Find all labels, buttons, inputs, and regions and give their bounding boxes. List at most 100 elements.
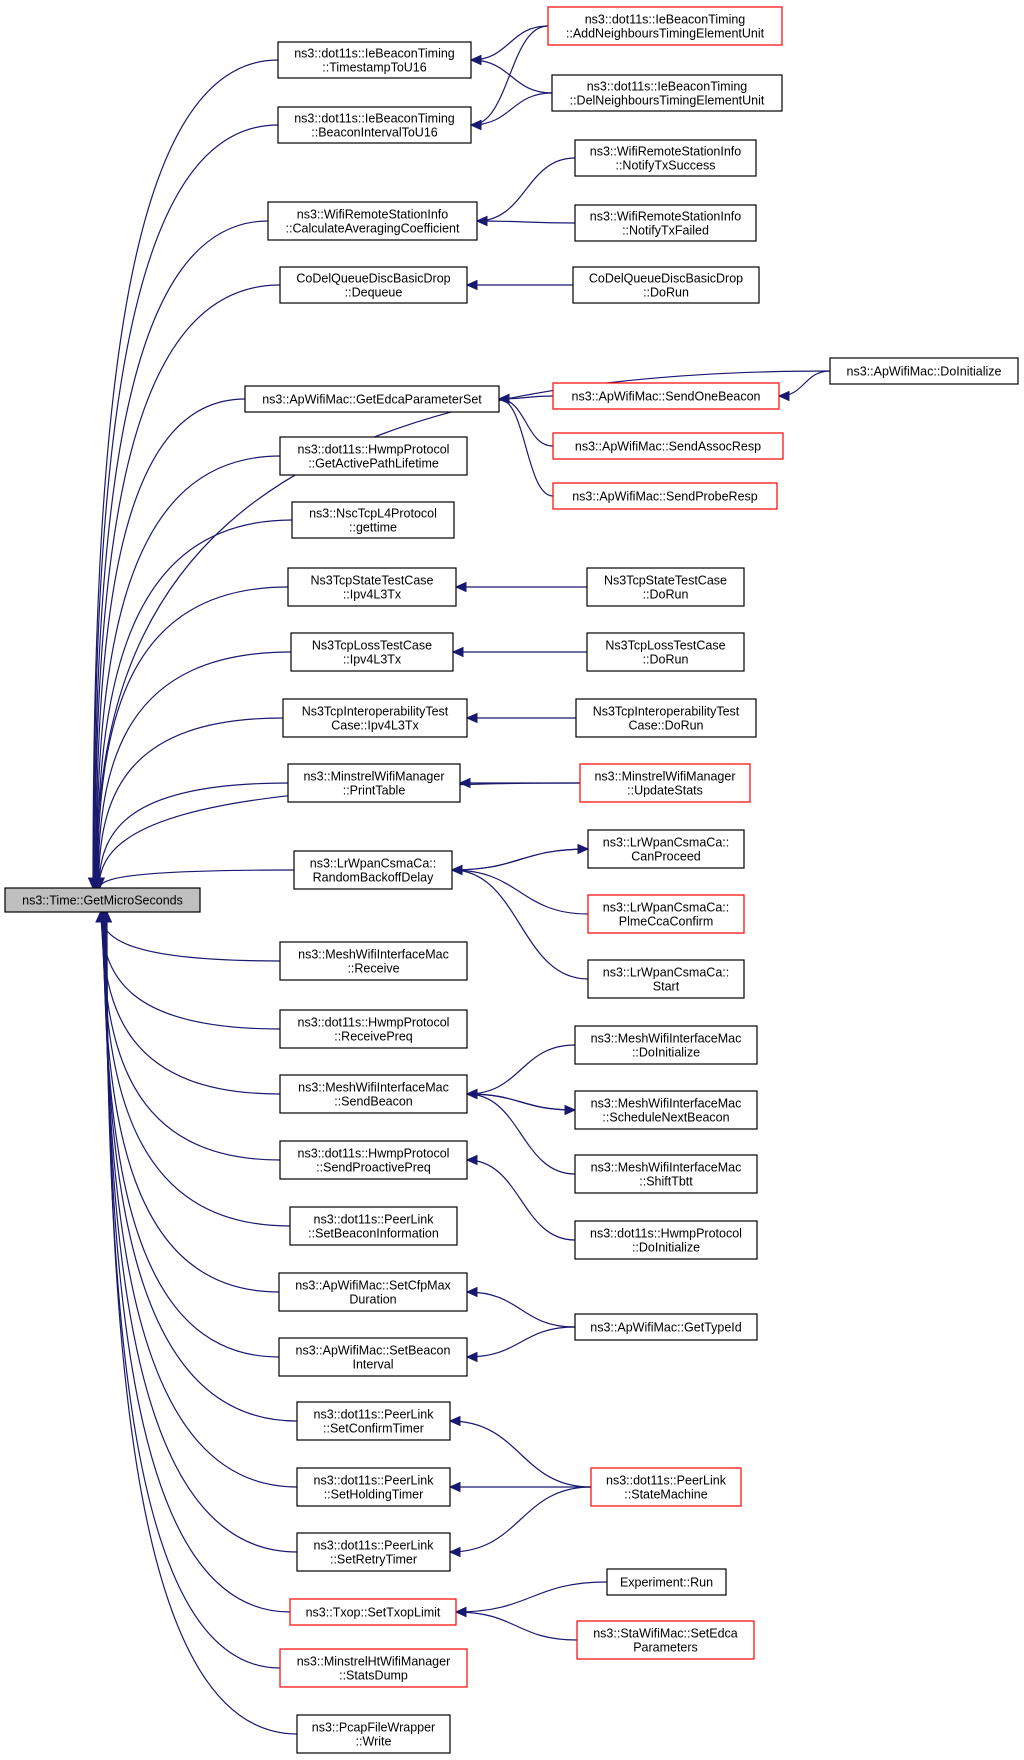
node-mrcv[interactable]: ns3::MeshWifiInterfaceMac::Receive bbox=[279, 941, 468, 981]
node-tldr[interactable]: Ns3TcpLossTestCase::DoRun bbox=[586, 632, 745, 672]
edge-ntxf-to-calc bbox=[475, 215, 576, 227]
node-box bbox=[579, 763, 751, 803]
node-msb[interactable]: ns3::MeshWifiInterfaceMac::SendBeacon bbox=[279, 1074, 468, 1114]
node-label: ns3::PcapFileWrapper bbox=[312, 1721, 435, 1735]
node-pcc[interactable]: ns3::LrWpanCsmaCa::PlmeCcaConfirm bbox=[587, 894, 745, 934]
node-box bbox=[296, 1467, 451, 1507]
node-snb[interactable]: ns3::MeshWifiInterfaceMac::ScheduleNextB… bbox=[574, 1090, 758, 1130]
node-box bbox=[574, 1025, 758, 1065]
node-label: ::SendBeacon bbox=[334, 1095, 413, 1109]
node-box bbox=[572, 266, 760, 304]
node-label: CoDelQueueDiscBasicDrop bbox=[589, 272, 743, 286]
edge-gett-to-root bbox=[91, 519, 293, 890]
edge-line bbox=[96, 586, 289, 889]
edge-line bbox=[498, 398, 554, 447]
node-stxl[interactable]: ns3::Txop::SetTxopLimit bbox=[289, 1598, 457, 1626]
node-srt[interactable]: ns3::dot11s::PeerLink::SetRetryTimer bbox=[296, 1532, 451, 1572]
node-label: ::NotifyTxSuccess bbox=[615, 159, 715, 173]
node-cp[interactable]: ns3::LrWpanCsmaCa::CanProceed bbox=[587, 829, 745, 869]
node-box bbox=[586, 632, 745, 672]
edge-line bbox=[455, 1581, 608, 1613]
node-cdq[interactable]: CoDelQueueDiscBasicDrop::Dequeue bbox=[279, 266, 468, 304]
node-box bbox=[574, 1090, 758, 1130]
node-mus[interactable]: ns3::MinstrelWifiManager::UpdateStats bbox=[579, 763, 751, 803]
node-calc[interactable]: ns3::WifiRemoteStationInfo::CalculateAve… bbox=[267, 201, 478, 241]
node-pfw[interactable]: ns3::PcapFileWrapper::Write bbox=[296, 1714, 451, 1754]
edge-lst-to-rbd bbox=[450, 864, 589, 980]
node-root[interactable]: ns3::Time::GetMicroSeconds bbox=[4, 887, 201, 913]
node-label: ::SetRetryTimer bbox=[330, 1553, 417, 1567]
node-addn[interactable]: ns3::dot11s::IeBeaconTiming::AddNeighbou… bbox=[547, 6, 783, 46]
node-label: ::DoRun bbox=[643, 653, 689, 667]
node-cdr[interactable]: CoDelQueueDiscBasicDrop::DoRun bbox=[572, 266, 760, 304]
node-mdi[interactable]: ns3::MeshWifiInterfaceMac::DoInitialize bbox=[574, 1025, 758, 1065]
node-box bbox=[296, 1714, 451, 1754]
node-tsl3[interactable]: Ns3TcpStateTestCase::Ipv4L3Tx bbox=[287, 567, 457, 607]
node-sht[interactable]: ns3::dot11s::PeerLink::SetHoldingTimer bbox=[296, 1467, 451, 1507]
node-rpq[interactable]: ns3::dot11s::HwmpProtocol::ReceivePreq bbox=[279, 1009, 468, 1049]
node-deln[interactable]: ns3::dot11s::IeBeaconTiming::DelNeighbou… bbox=[551, 74, 783, 112]
node-label: ns3::dot11s::IeBeaconTiming bbox=[585, 13, 746, 27]
edge-line bbox=[451, 848, 589, 871]
node-sob[interactable]: ns3::ApWifiMac::SendOneBeacon bbox=[552, 382, 780, 410]
node-label: ns3::MeshWifiInterfaceMac bbox=[298, 1081, 449, 1095]
node-ts16[interactable]: ns3::dot11s::IeBeaconTiming::TimestampTo… bbox=[277, 41, 472, 79]
node-gedca[interactable]: ns3::ApWifiMac::GetEdcaParameterSet bbox=[244, 385, 500, 413]
node-label: Ns3TcpLossTestCase bbox=[312, 639, 432, 653]
node-tsdr[interactable]: Ns3TcpStateTestCase::DoRun bbox=[586, 567, 745, 607]
node-gett[interactable]: ns3::NscTcpL4Protocol::gettime bbox=[291, 501, 455, 539]
edge-line bbox=[105, 911, 291, 1613]
node-apdi[interactable]: ns3::ApWifiMac::DoInitialize bbox=[829, 357, 1019, 385]
node-ntxf[interactable]: ns3::WifiRemoteStationInfo::NotifyTxFail… bbox=[574, 204, 757, 242]
edge-line bbox=[466, 1326, 576, 1358]
node-ntxs[interactable]: ns3::WifiRemoteStationInfo::NotifyTxSucc… bbox=[574, 139, 757, 177]
node-box bbox=[282, 698, 468, 738]
node-erun[interactable]: Experiment::Run bbox=[606, 1568, 727, 1596]
edge-sbi-to-root bbox=[97, 910, 291, 1227]
edge-sht-to-root bbox=[99, 910, 298, 1488]
node-label: ::DoInitialize bbox=[632, 1241, 700, 1255]
node-label: ns3::Time::GetMicroSeconds bbox=[22, 894, 183, 908]
node-gtid[interactable]: ns3::ApWifiMac::GetTypeId bbox=[574, 1313, 758, 1341]
node-spr[interactable]: ns3::ApWifiMac::SendProbeResp bbox=[552, 482, 778, 510]
node-box bbox=[4, 887, 201, 913]
node-label: Parameters bbox=[633, 1641, 698, 1655]
node-label: ::ReceivePreq bbox=[334, 1030, 413, 1044]
node-psm[interactable]: ns3::dot11s::PeerLink::StateMachine bbox=[590, 1467, 742, 1507]
node-box bbox=[267, 201, 478, 241]
node-hdi[interactable]: ns3::dot11s::HwmpProtocol::DoInitialize bbox=[574, 1220, 758, 1260]
node-label: Ns3TcpLossTestCase bbox=[605, 639, 725, 653]
node-label: ::GetActivePathLifetime bbox=[308, 457, 439, 471]
node-box bbox=[552, 432, 784, 460]
edge-line bbox=[98, 782, 289, 889]
node-bi16[interactable]: ns3::dot11s::IeBeaconTiming::BeaconInter… bbox=[277, 106, 472, 144]
edge-line bbox=[104, 911, 298, 1488]
node-lst[interactable]: ns3::LrWpanCsmaCa::Start bbox=[587, 959, 745, 999]
node-box bbox=[296, 1532, 451, 1572]
edge-arrowhead bbox=[454, 581, 467, 593]
node-stb[interactable]: ns3::MeshWifiInterfaceMac::ShiftTbtt bbox=[574, 1154, 758, 1194]
node-mhsd[interactable]: ns3::MinstrelHtWifiManager::StatsDump bbox=[279, 1648, 468, 1688]
node-sar[interactable]: ns3::ApWifiMac::SendAssocResp bbox=[552, 432, 784, 460]
node-gapl[interactable]: ns3::dot11s::HwmpProtocol::GetActivePath… bbox=[279, 436, 468, 476]
node-rbd[interactable]: ns3::LrWpanCsmaCa::RandomBackoffDelay bbox=[293, 850, 453, 890]
node-sbi[interactable]: ns3::dot11s::PeerLink::SetBeaconInformat… bbox=[289, 1206, 458, 1246]
node-label: Case::DoRun bbox=[628, 719, 703, 733]
node-sct[interactable]: ns3::dot11s::PeerLink::SetConfirmTimer bbox=[296, 1401, 451, 1441]
node-label: ::AddNeighboursTimingElementUnit bbox=[566, 27, 765, 41]
node-box bbox=[587, 829, 745, 869]
node-label: ns3::WifiRemoteStationInfo bbox=[297, 208, 449, 222]
node-label: ::Receive bbox=[347, 962, 399, 976]
node-mpt[interactable]: ns3::MinstrelWifiManager::PrintTable bbox=[287, 763, 461, 803]
edge-line bbox=[94, 284, 281, 889]
node-label: Experiment::Run bbox=[620, 1576, 713, 1590]
edge-line bbox=[106, 911, 298, 1735]
node-box bbox=[279, 941, 468, 981]
node-tll3[interactable]: Ns3TcpLossTestCase::Ipv4L3Tx bbox=[290, 632, 454, 672]
node-spp[interactable]: ns3::dot11s::HwmpProtocol::SendProactive… bbox=[279, 1140, 468, 1180]
